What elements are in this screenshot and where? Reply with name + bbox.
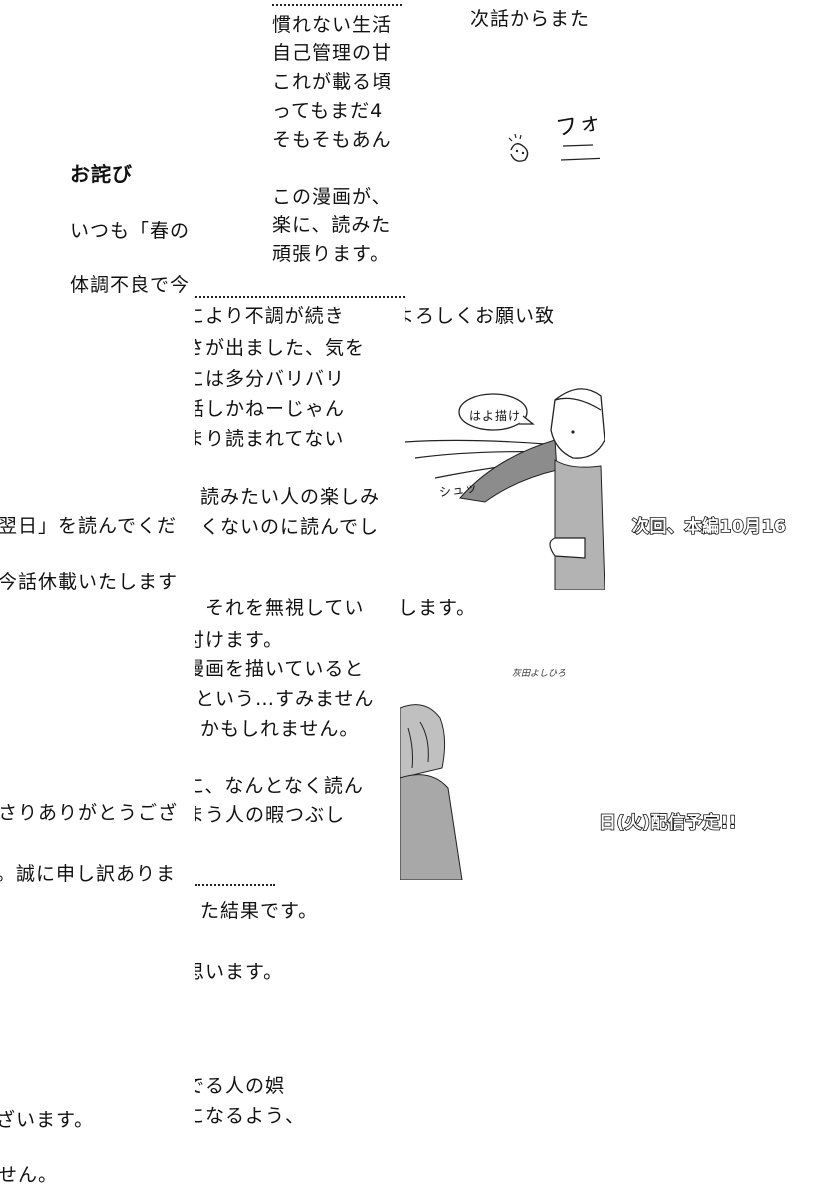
apology-line-3: 翌日」を読んでくだ <box>0 515 178 537</box>
character-illustration <box>405 388 605 590</box>
apology-line-5: さりありがとうござ <box>0 802 179 824</box>
bottom-center-line-11: でる人の娯 <box>195 1075 286 1097</box>
apology-line-8: せん。 <box>0 1164 59 1186</box>
middle-center-fragment-top <box>195 290 405 298</box>
top-center-line-7: 楽に、読みた <box>272 214 392 236</box>
bottom-center-line-2: 付けます。 <box>195 629 284 651</box>
bottom-center-fragment-mid <box>195 878 275 886</box>
top-center-line-4: ってもまだ4 <box>272 100 384 122</box>
top-center-line-1: 慣れない生活 <box>272 14 393 36</box>
middle-center-line-7: くないのに読んでし <box>200 516 380 538</box>
next-episode-banner: 次回、本編10月16 <box>631 516 787 538</box>
bottom-center-line-7: まう人の暇つぶし <box>195 804 346 826</box>
bottom-center-line-1: 、それを無視してい <box>195 597 365 619</box>
middle-center-line-6: 読みたい人の楽しみ <box>200 486 381 508</box>
bottom-center-line-8: た結果です。 <box>200 900 319 922</box>
top-center-tile: 慣れない生活 自己管理の甘 これが載る頃 ってもまだ4 そもそもあん この漫画が… <box>258 0 406 270</box>
bottom-center-line-10: 。 <box>195 986 205 1010</box>
bottom-right-tile: します。 灰田よしひろ <box>400 590 600 880</box>
bottom-center-line-12: になるよう、 <box>195 1105 306 1127</box>
artist-signature: 灰田よしひろ <box>512 669 567 679</box>
middle-center-line-3: には多分バリバリ <box>195 368 346 390</box>
top-center-line-8: 頑張ります。 <box>272 243 391 265</box>
apology-line-1: いつも「春の <box>70 220 191 242</box>
bottom-center-tile: 、それを無視してい 付けます。 漫画を描いていると という…すみません かもしれ… <box>195 590 405 1140</box>
bottom-center-line-3: 漫画を描いていると <box>195 658 365 680</box>
bottom-center-line-6: に、なんとなく読ん <box>195 775 364 797</box>
top-center-fragment-top <box>272 0 402 6</box>
middle-center-line-4: 話しかねーじゃん <box>195 398 346 420</box>
speech-bubble-text: はよ描け <box>469 409 522 423</box>
middle-center-line-5: まり読まれてない <box>195 428 345 450</box>
apology-line-2: 体調不良で今 <box>70 274 191 296</box>
middle-center-line-1: により不調が続き <box>195 305 345 327</box>
face-doodle-icon <box>508 133 600 162</box>
character-illustration-2 <box>400 698 470 880</box>
bottom-center-line-5: かもしれません。 <box>200 718 360 740</box>
middle-center-tile: により不調が続き さが出ました、気を には多分バリバリ 話しかねーじゃん まり読… <box>195 290 405 542</box>
bottom-center-line-4: という…すみません <box>195 688 375 710</box>
release-date-banner: 日(火)配信予定!! <box>598 812 738 834</box>
top-center-line-6: この漫画が、 <box>272 186 392 208</box>
middle-right-tile: よろしくお願い致 はよ描け シュッ <box>405 290 605 590</box>
top-right-tile: 次話からまた フォ <box>406 0 600 200</box>
top-center-line-5: そもそもあん <box>272 129 392 151</box>
top-center-line-3: これが載る頃 <box>272 71 393 93</box>
apology-title: お詫び <box>70 162 133 186</box>
top-right-line-1: 次話からまた <box>470 8 591 30</box>
middle-right-line-1: よろしくお願い致 <box>405 305 556 327</box>
apology-line-4: 今話休載いたします <box>0 571 179 593</box>
middle-center-line-2: さが出ました、気を <box>195 337 366 359</box>
apology-line-7: ざいます。 <box>0 1109 95 1131</box>
bottom-center-line-9: 思います。 <box>195 961 284 983</box>
top-center-line-2: 自己管理の甘 <box>272 42 393 64</box>
apology-line-6: 。誠に申し訳ありま <box>0 863 177 885</box>
bottom-right-line-1: します。 <box>400 597 477 619</box>
